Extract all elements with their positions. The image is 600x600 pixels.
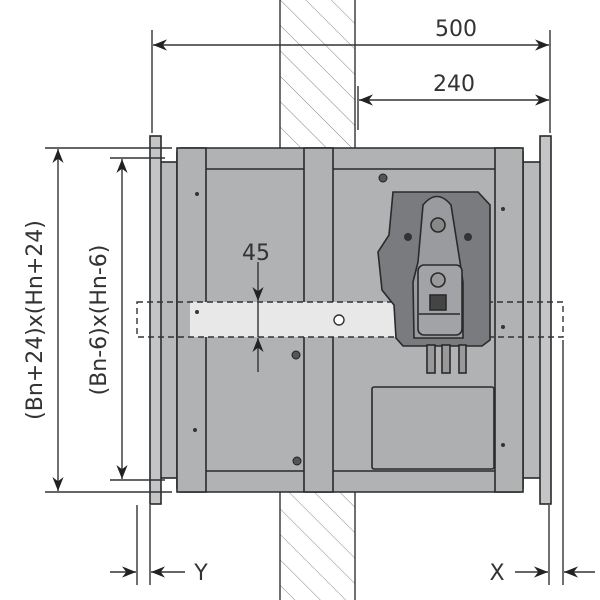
hole-icon <box>333 314 345 326</box>
terminal-box <box>371 386 495 470</box>
gap-y-label: Y <box>193 561 208 586</box>
dimension-lines <box>45 30 595 585</box>
left-flange <box>149 135 179 505</box>
right-flange <box>521 135 552 505</box>
screws <box>193 173 505 466</box>
inner-size-label: (Bn-6)x(Hn-6) <box>87 245 112 396</box>
dim-240-label: 240 <box>433 72 475 97</box>
actuator <box>377 191 491 374</box>
dim-45-label: 45 <box>242 241 270 266</box>
outer-size-label: (Bn+24)x(Hn+24) <box>23 220 48 420</box>
gap-x-label: X <box>489 561 504 586</box>
wall-section <box>279 0 356 600</box>
wall-opening-outline <box>136 301 564 338</box>
dim-500-label: 500 <box>435 17 477 42</box>
